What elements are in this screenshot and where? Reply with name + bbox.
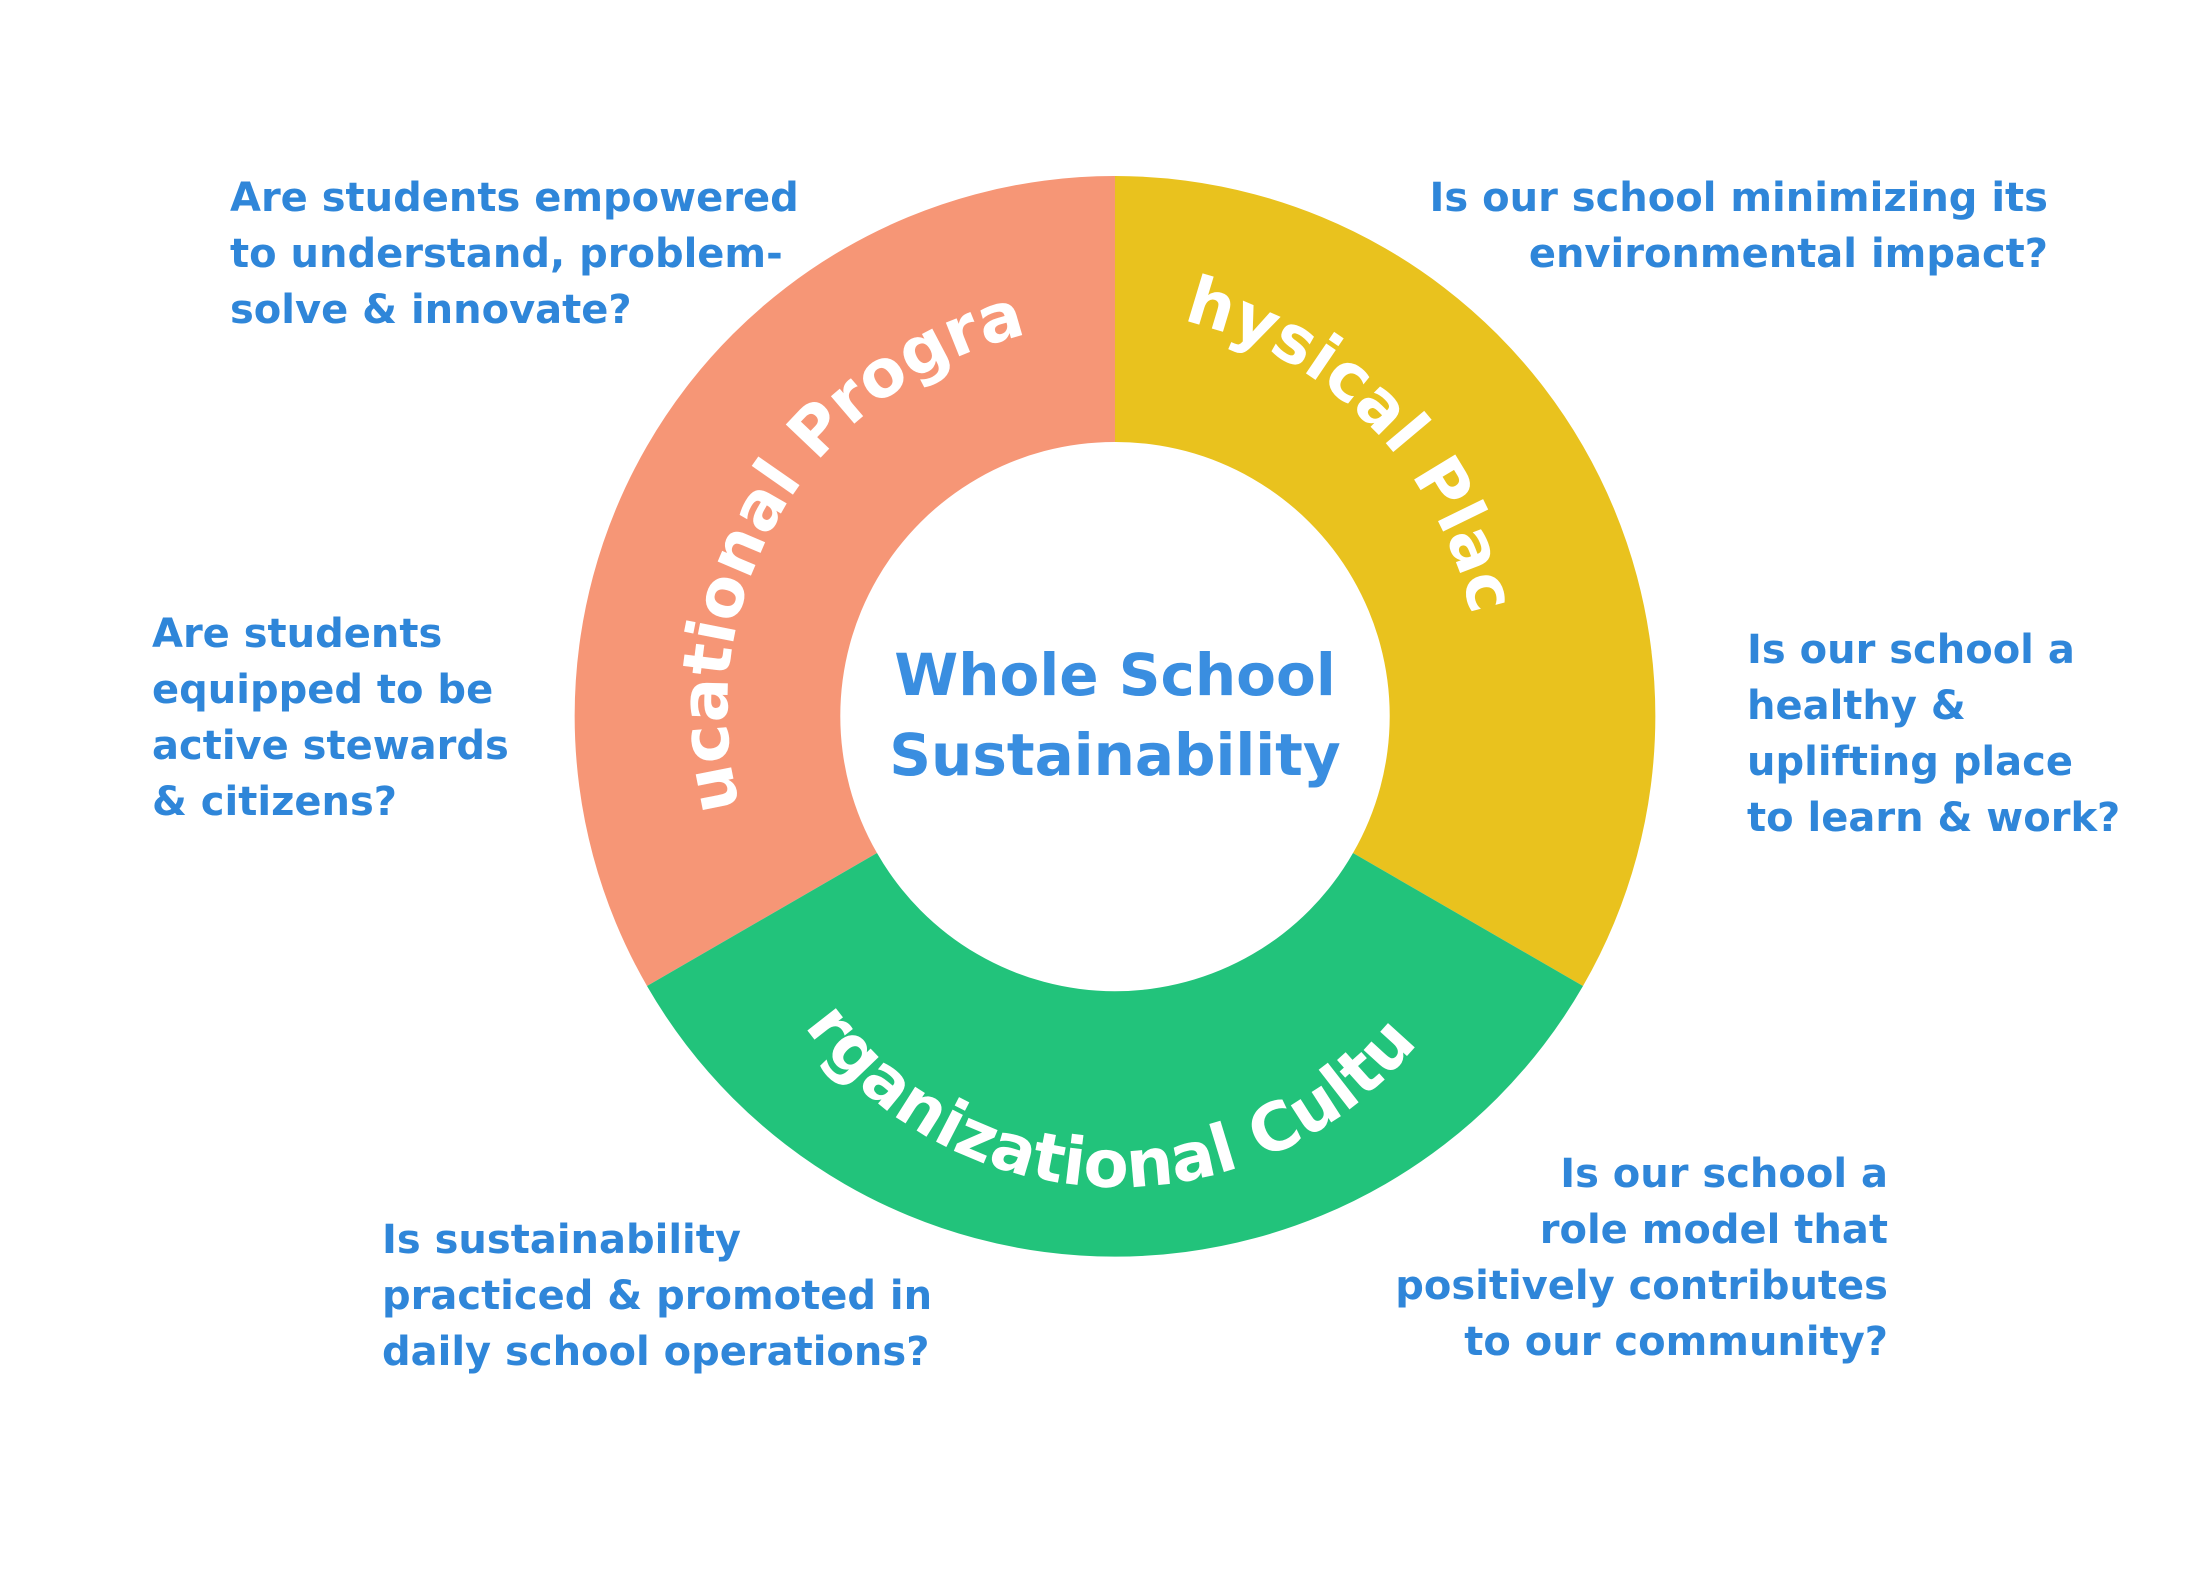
question-educational-top: Are students empowered to understand, pr… xyxy=(230,175,799,333)
question-culture-right: Is our school a role model that positive… xyxy=(1395,1151,1888,1365)
question-physical-top: Is our school minimizing its environment… xyxy=(1429,175,2048,277)
educational-programs-segment xyxy=(574,175,1115,987)
center-title-line1: Whole School xyxy=(894,641,1336,709)
physical-place-segment xyxy=(1115,175,1656,987)
question-culture-left: Is sustainability practiced & promoted i… xyxy=(382,1217,933,1375)
question-physical-side: Is our school a healthy & uplifting plac… xyxy=(1747,627,2121,841)
organizational-culture-segment xyxy=(647,853,1583,1257)
question-educational-side: Are students equipped to be active stewa… xyxy=(152,611,509,825)
center-title-line2: Sustainability xyxy=(889,721,1340,789)
